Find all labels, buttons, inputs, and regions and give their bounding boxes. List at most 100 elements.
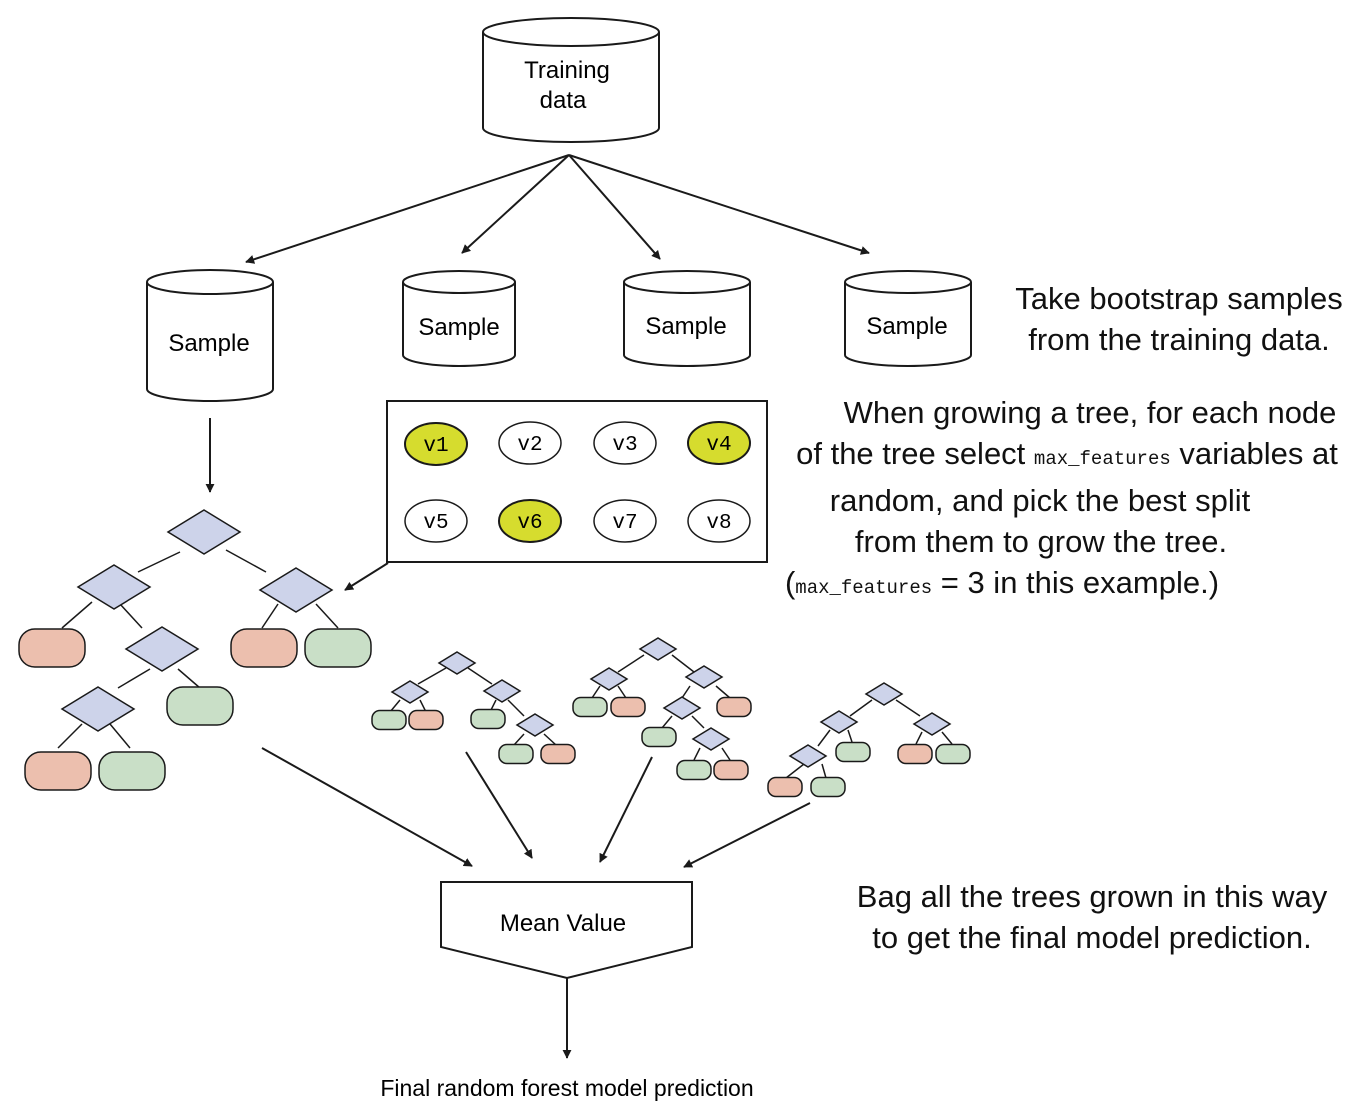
variable-v2-oval (498, 421, 562, 465)
training-data-label-line1: Training (524, 57, 610, 84)
variable-v6: v6 (498, 499, 562, 543)
leaf-red (713, 759, 749, 781)
decision-node (691, 727, 731, 751)
leaf-green (166, 686, 234, 726)
decision-node (76, 564, 152, 610)
bootstrap-note-line2: from the training data. (1028, 322, 1330, 357)
tree-edge (61, 601, 93, 629)
tree-edge (261, 603, 279, 629)
tree-edge (417, 667, 447, 685)
tree-edge (507, 699, 525, 717)
leaf-green (810, 776, 846, 798)
sample-label-1: Sample (168, 330, 249, 357)
tree-edge (715, 685, 731, 699)
bootstrap-note-line1: Take bootstrap samples (1015, 281, 1343, 316)
tree-edge (847, 729, 853, 743)
leaf-green (676, 759, 712, 781)
tree-edge (821, 763, 827, 779)
arrow-to-sample-1 (245, 154, 570, 264)
variable-selection-box: v1 v2 v3 v4 v5 v6 v7 v8 (386, 400, 768, 563)
decision-node (638, 637, 678, 661)
tree-edge (941, 731, 953, 745)
tree-edge (591, 685, 601, 699)
arrow-tree-1-to-mean (261, 747, 473, 867)
leaf-green (835, 741, 871, 763)
growing-note-line2-post: variables at (1170, 436, 1338, 471)
decision-node (788, 744, 828, 768)
decision-trees (18, 509, 971, 798)
tree-edge (681, 685, 691, 699)
growing-note-line2: of the tree select max_features variable… (770, 433, 1364, 480)
variable-v1-oval (404, 422, 468, 466)
tree-edge (119, 603, 143, 629)
mean-value-label: Mean Value (500, 910, 626, 937)
leaf-red (767, 776, 803, 798)
sample-cylinder-3: Sample (623, 270, 751, 367)
leaf-green (371, 709, 407, 731)
growing-note-line4: from them to grow the tree. (854, 524, 1228, 559)
tree-growing-note: When growing a tree, for each node of th… (770, 392, 1364, 609)
variable-v6-label: v6 (517, 512, 542, 535)
tree-edge (693, 747, 701, 761)
training-data-cylinder: Training data (482, 17, 660, 143)
variable-v4: v4 (687, 421, 751, 465)
decision-node (662, 696, 702, 720)
tree-edge (849, 699, 873, 717)
decision-node (482, 679, 522, 703)
variable-v1: v1 (404, 422, 468, 466)
growing-note-line2-pre: of the tree select (796, 436, 1034, 471)
variable-v5: v5 (404, 499, 468, 543)
arrow-to-sample-3 (568, 154, 661, 260)
decision-node (912, 712, 952, 736)
variable-v4-oval (687, 421, 751, 465)
final-prediction-label: Final random forest model prediction (380, 1075, 753, 1101)
bagging-note-line2: to get the final model prediction. (872, 920, 1312, 955)
variable-v4-label: v4 (706, 434, 731, 457)
growing-note-line1: When growing a tree, for each node (843, 395, 1337, 430)
variable-v3: v3 (593, 421, 657, 465)
sample-cylinder-1: Sample (146, 269, 274, 402)
max-features-example-code: max_features (795, 577, 933, 599)
bagging-note: Bag all the trees grown in this way to g… (832, 876, 1352, 958)
tree-edge (315, 603, 339, 629)
variable-v7: v7 (593, 499, 657, 543)
bagging-arrows (261, 747, 811, 868)
training-data-label-line2: data (540, 87, 587, 114)
growing-note-line5-post: = 3 in this example.) (932, 565, 1220, 600)
variable-v5-label: v5 (423, 512, 448, 535)
leaf-green (641, 726, 677, 748)
arrow-to-sample-4 (568, 154, 870, 255)
leaf-red (18, 628, 86, 668)
growing-note-line5: (max_features = 3 in this example.) (770, 562, 1364, 609)
tree-edge (691, 715, 705, 729)
arrow-variables-to-node (344, 562, 389, 591)
mean-value-aggregator: Mean Value (440, 881, 693, 980)
leaf-green (498, 743, 534, 765)
arrow-tree-3-to-mean (599, 756, 653, 863)
tree-edge (617, 685, 627, 699)
variable-v7-oval (593, 499, 657, 543)
arrow-tree-2-to-mean (465, 751, 533, 859)
sample-cylinder-4: Sample (844, 270, 972, 367)
max-features-code: max_features (1033, 448, 1171, 470)
decision-node (684, 665, 724, 689)
decision-node (864, 682, 904, 706)
decision-node (258, 567, 334, 613)
tree-edge (895, 699, 921, 717)
growing-note-line5-pre: ( (784, 565, 796, 600)
variable-v1-label: v1 (423, 435, 448, 458)
sample-label-2: Sample (418, 314, 499, 341)
variable-v2-label: v2 (517, 434, 542, 457)
tree-edge (617, 654, 645, 673)
sample-label-3: Sample (645, 313, 726, 340)
tree-edge (513, 733, 525, 746)
tree-edge (225, 549, 267, 573)
variable-v2: v2 (498, 421, 562, 465)
tree-edge (915, 731, 923, 745)
leaf-green (98, 751, 166, 791)
leaf-red (24, 751, 92, 791)
arrow-tree-4-to-mean (683, 802, 811, 868)
tree-edge (543, 733, 557, 746)
leaf-red (610, 696, 646, 718)
